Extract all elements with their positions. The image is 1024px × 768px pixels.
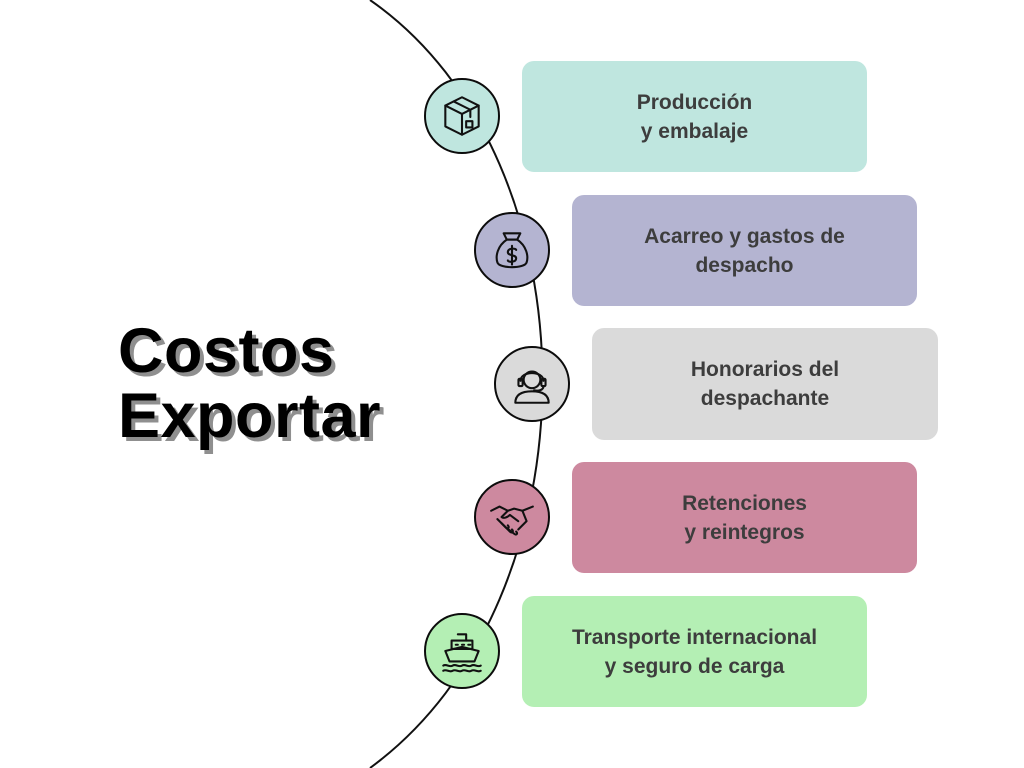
title-line-2: Exportar: [118, 381, 382, 451]
step-5-icon-circle: [424, 613, 500, 689]
step-5-card: Transporte internacional y seguro de car…: [522, 596, 867, 707]
step-4-icon-circle: [474, 479, 550, 555]
step-5-label: Transporte internacional y seguro de car…: [571, 625, 818, 678]
step-4-card: Retenciones y reintegros: [572, 462, 917, 573]
page-title: Costos Exportar: [118, 319, 381, 449]
step-2-icon-circle: [474, 212, 550, 288]
step-4-label: Retenciones y reintegros: [682, 491, 807, 544]
box-icon: [444, 96, 480, 136]
step-3-label: Honorarios del despachante: [690, 358, 840, 410]
step-2-label: Acarreo y gastos de despacho: [644, 224, 845, 277]
step-3-card: Honorarios del despachante: [592, 328, 938, 440]
step-1-card: Producción y embalaje: [522, 61, 867, 172]
ship-icon: [442, 633, 482, 673]
step-3-icon-circle: [494, 346, 570, 422]
step-2-card: Acarreo y gastos de despacho: [572, 195, 917, 306]
step-1-icon-circle: [424, 78, 500, 154]
title-line-1: Costos: [118, 316, 335, 386]
step-1-label: Producción y embalaje: [636, 90, 753, 143]
handshake-icon: [490, 505, 534, 536]
headset-agent-icon: [514, 370, 550, 404]
money-bag-icon: [495, 232, 529, 269]
